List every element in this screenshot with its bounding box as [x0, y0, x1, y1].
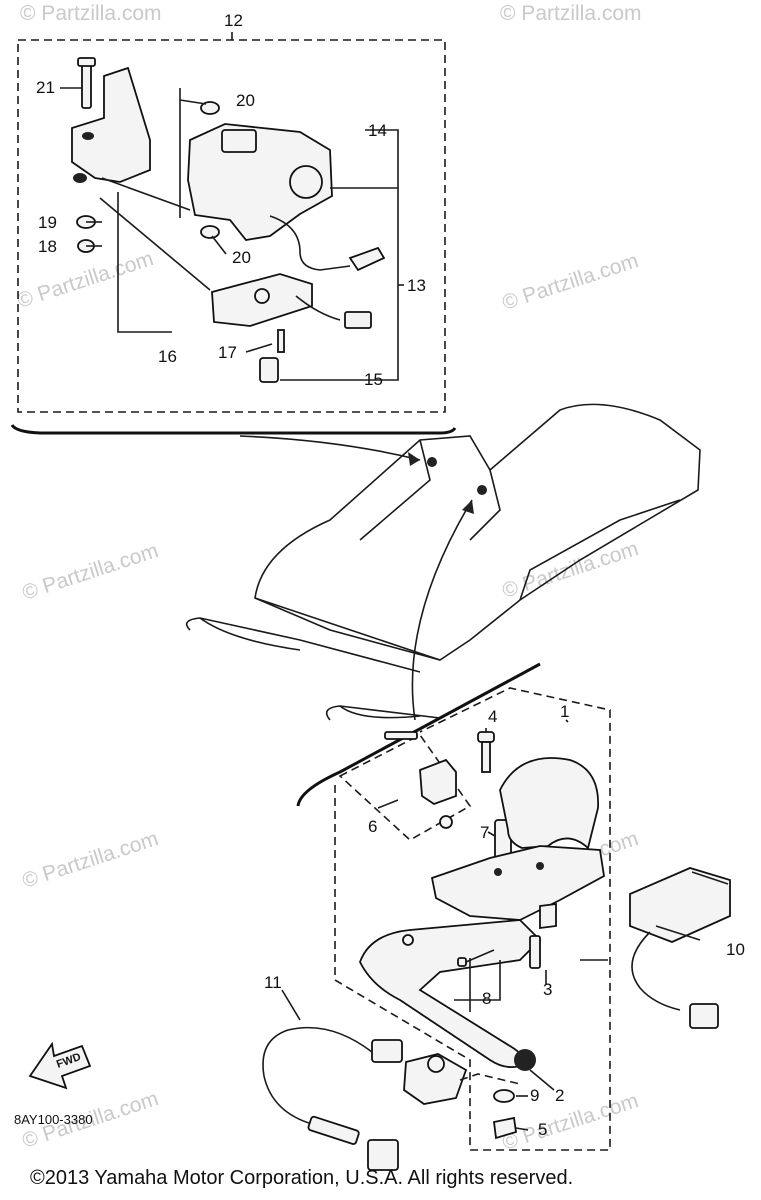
callout-10: 10 [726, 940, 745, 959]
module-10 [629, 867, 731, 1029]
switch-assembly-6 [338, 731, 472, 841]
lever-bracket [430, 845, 605, 930]
bolt-4 [477, 731, 495, 773]
callout-3: 3 [543, 980, 552, 999]
forward-arrow-icon: FWD [28, 1041, 92, 1090]
watermark: © Partzilla.com [499, 249, 641, 315]
watermark: © Partzilla.com [500, 2, 642, 25]
callout-8: 8 [482, 989, 491, 1008]
control-module-14 [187, 101, 386, 272]
callout-12: 12 [224, 11, 243, 30]
callout-15: 15 [364, 370, 383, 389]
copyright-notice: ©2013 Yamaha Motor Corporation, U.S.A. A… [30, 1167, 574, 1189]
callout-7: 7 [480, 823, 489, 842]
sensor-16 [211, 273, 372, 383]
callout-20: 20 [232, 248, 251, 267]
callout-4: 4 [488, 707, 497, 726]
callout-9: 9 [530, 1086, 539, 1105]
callout-2: 2 [555, 1086, 564, 1105]
watermark: © Partzilla.com [499, 1089, 641, 1155]
watermark: © Partzilla.com [14, 247, 156, 313]
callout-14: 14 [368, 121, 387, 140]
callout-19: 19 [38, 213, 57, 232]
watermark: © Partzilla.com [19, 827, 161, 893]
housing-cover [499, 757, 599, 850]
switch-11 [262, 1026, 468, 1171]
callout-11: 11 [264, 973, 282, 992]
connection-arrows [239, 435, 474, 721]
lower-group-outline [296, 662, 611, 1151]
inset-leaders [60, 87, 404, 381]
snowmobile-outline [185, 403, 701, 721]
brake-lever-2 [359, 919, 542, 1071]
callout-21: 21 [36, 78, 55, 97]
lower-leaders [281, 719, 701, 1131]
watermark: © Partzilla.com [19, 539, 161, 605]
callout-13: 13 [407, 276, 426, 295]
inset-box-12 [10, 32, 457, 435]
diagram-code: 8AY100-3380 [14, 1112, 93, 1127]
callout-5: 5 [538, 1120, 547, 1139]
callout-17: 17 [218, 343, 237, 362]
washer-9 [493, 1089, 515, 1103]
callout-16: 16 [158, 347, 177, 366]
callout-18: 18 [38, 237, 57, 256]
callout-6: 6 [368, 817, 377, 836]
callout-20: 20 [236, 91, 255, 110]
bolt-3 [529, 935, 541, 969]
nut-5 [493, 1116, 518, 1140]
mounting-bracket [71, 57, 151, 253]
watermark: © Partzilla.com [20, 2, 162, 25]
callout-1: 1 [560, 702, 569, 721]
